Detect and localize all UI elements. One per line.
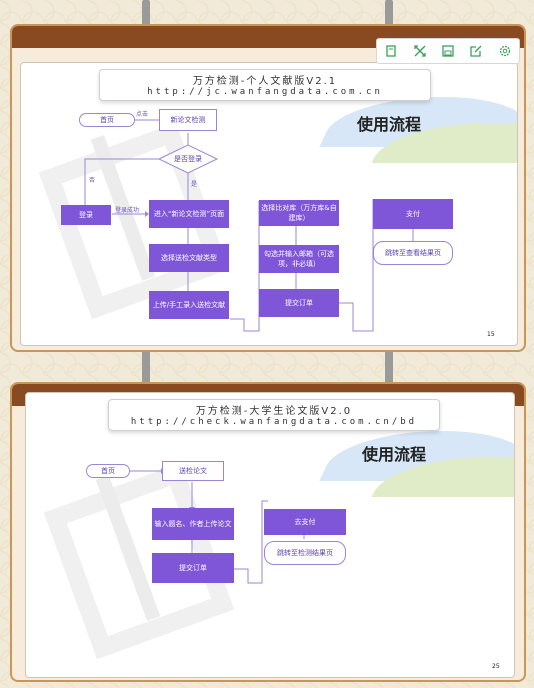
settings-icon[interactable] xyxy=(495,41,515,61)
hanger xyxy=(142,0,150,26)
flow-pay: 支付 xyxy=(373,199,453,229)
usage-heading: 使用流程 xyxy=(357,115,422,134)
fit-page-icon[interactable] xyxy=(381,41,401,61)
hanger xyxy=(385,350,393,384)
share-icon[interactable] xyxy=(466,41,486,61)
slide-url: http://jc.wanfangdata.com.cn xyxy=(147,87,383,97)
page-number: 25 xyxy=(492,663,500,670)
page-number: 15 xyxy=(487,331,495,338)
flow-input-paper: 输入题名、作者上传论文 xyxy=(152,508,234,540)
flow-connectors xyxy=(84,117,414,332)
flow-label-login-ok: 登录成功 xyxy=(115,207,140,214)
flow-submit-order: 提交订单 xyxy=(259,289,339,317)
slide-title-box: 万方检测-个人文献版V2.1 http://jc.wanfangdata.com… xyxy=(99,69,431,101)
flow-connectors xyxy=(130,468,305,584)
usage-heading: 使用流程 xyxy=(362,445,427,464)
flow-enter-page: 进入“新论文检测”页面 xyxy=(149,200,229,228)
slide-1[interactable]: 万方检测-个人文献版V2.1 http://jc.wanfangdata.com… xyxy=(20,62,518,346)
flow-choose-db: 选择比对库（万方库&自建库） xyxy=(259,200,339,226)
slide-url: http://check.wanfangdata.com.cn/bd xyxy=(130,417,418,427)
slide-title: 万方检测-个人文献版V2.1 xyxy=(192,76,338,87)
flow-home: 首页 xyxy=(86,464,130,478)
slide-2[interactable]: 万方检测-大学生论文版V2.0 http://check.wanfangdata… xyxy=(25,392,515,678)
flow-label-no: 否 xyxy=(89,177,96,184)
hanger xyxy=(385,0,393,26)
hanger xyxy=(142,350,150,384)
flow-login-question: 是否登录 xyxy=(174,154,202,163)
fullscreen-icon[interactable] xyxy=(410,41,430,61)
flow-label-yes: 是 xyxy=(191,181,198,188)
flow-home: 首页 xyxy=(79,113,135,127)
viewer-toolbar xyxy=(376,38,520,64)
flow-choose-type: 选择送检文献类型 xyxy=(149,244,229,272)
flow-new-check: 新论文检测 xyxy=(159,109,217,131)
flow-send-paper: 送检论文 xyxy=(162,461,224,481)
flow-pay: 去支付 xyxy=(264,509,346,535)
flow-login: 登录 xyxy=(61,205,111,225)
flow-submit-order: 提交订单 xyxy=(152,553,234,583)
save-icon[interactable] xyxy=(438,41,458,61)
slide-title: 万方检测-大学生论文版V2.0 xyxy=(195,406,353,417)
flow-jump-result: 跳转至查看结果页 xyxy=(373,241,453,265)
flow-email: 勾选并输入邮箱（可选项，非必填） xyxy=(259,245,339,273)
slide-title-box: 万方检测-大学生论文版V2.0 http://check.wanfangdata… xyxy=(108,399,440,431)
flow-label-click: 点击 xyxy=(136,111,149,118)
flow-upload: 上传/手工录入送检文献 xyxy=(149,291,229,319)
flow-jump-result: 跳转至检测结果页 xyxy=(264,541,346,565)
